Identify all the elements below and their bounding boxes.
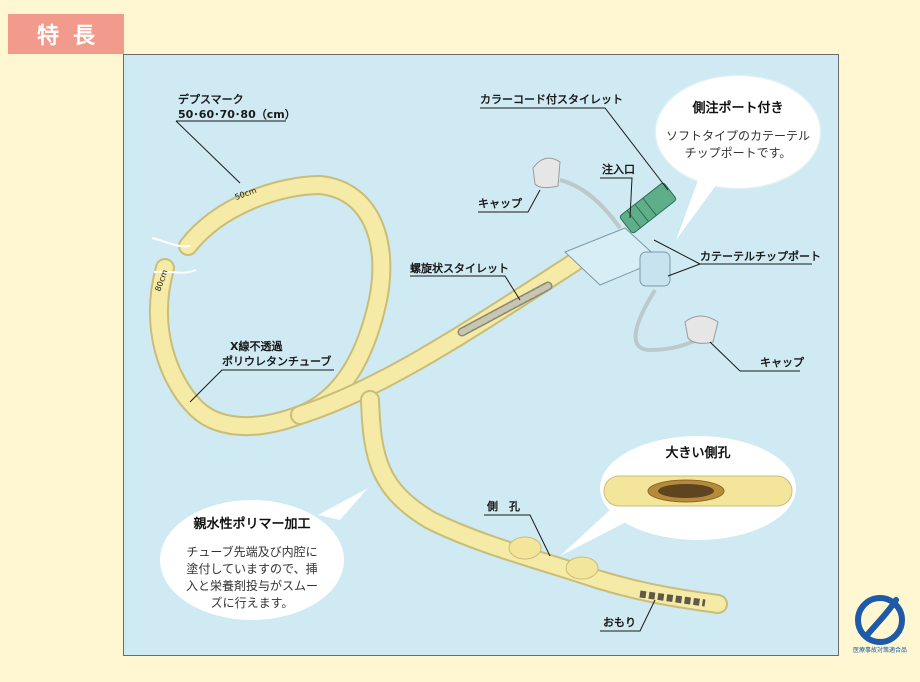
callout-hydrophilic-title: 親水性ポリマー加工 (193, 516, 310, 532)
connector-hub (532, 157, 719, 353)
label-cap-lower: キャップ (709, 341, 805, 372)
weight (639, 590, 706, 607)
logo-text: 医療事故対策適合品 (853, 646, 907, 654)
callout-side-port: 側注ポート付き ソフトタイプのカテーテル チップポートです。 (656, 76, 820, 240)
label-color-code-stylet: カラーコード付スタイレット (480, 92, 669, 191)
callout-large-hole: 大きい側孔 (560, 436, 796, 556)
section-title: 特長 (36, 24, 109, 49)
cap-upper-label: キャップ (478, 196, 523, 210)
xray-label-line2: ポリウレタンチューブ (222, 354, 331, 368)
callout-hydrophilic-line2: 塗付していますので、挿 (186, 561, 317, 576)
weight-label: おもり (603, 616, 636, 629)
label-injection-port: 注入口 (600, 162, 635, 219)
side-hole (508, 536, 599, 580)
catheter-tip-port-label: カテーテルチップポート (700, 249, 821, 263)
label-catheter-tip-port: カテーテルチップポート (653, 239, 821, 277)
label-cap-upper: キャップ (478, 189, 541, 213)
xray-label-line1: X線不透過 (230, 339, 283, 353)
spiral-stylet (457, 281, 553, 337)
callout-side-port-line2: チップポートです。 (685, 146, 792, 160)
label-side-hole: 側 孔 (484, 499, 551, 557)
label-weight: おもり (600, 599, 656, 632)
safety-logo: 医療事故対策適合品 (853, 595, 907, 654)
spiral-stylet-label: 螺旋状スタイレット (410, 261, 509, 275)
side-hole-label: 側 孔 (486, 499, 520, 513)
depth-mark-values: 50･60･70･80（cm） (178, 108, 296, 121)
injection-port-label: 注入口 (602, 162, 635, 176)
label-spiral-stylet: 螺旋状スタイレット (410, 261, 521, 301)
callout-side-port-title: 側注ポート付き (691, 100, 783, 116)
depth-mark-title: デプスマーク (178, 92, 244, 106)
callout-hydrophilic-line4: ズに行えます。 (211, 595, 294, 610)
label-depth-mark: デプスマーク 50･60･70･80（cm） (175, 92, 296, 184)
callout-hydrophilic: 親水性ポリマー加工 チューブ先端及び内腔に 塗付していますので、挿 入と栄養剤投… (160, 488, 368, 620)
callout-hydrophilic-line1: チューブ先端及び内腔に (186, 544, 317, 559)
section-title-badge: 特長 (8, 14, 124, 54)
callout-hydrophilic-line3: 入と栄養剤投与がスムー (186, 578, 318, 593)
cap-lower-label: キャップ (760, 355, 805, 369)
callout-large-hole-title: 大きい側孔 (665, 445, 730, 461)
label-xray-tube: X線不透過 ポリウレタンチューブ (189, 339, 334, 403)
color-code-stylet-label: カラーコード付スタイレット (480, 92, 623, 106)
callout-side-port-line1: ソフトタイプのカテーテル (666, 129, 810, 143)
